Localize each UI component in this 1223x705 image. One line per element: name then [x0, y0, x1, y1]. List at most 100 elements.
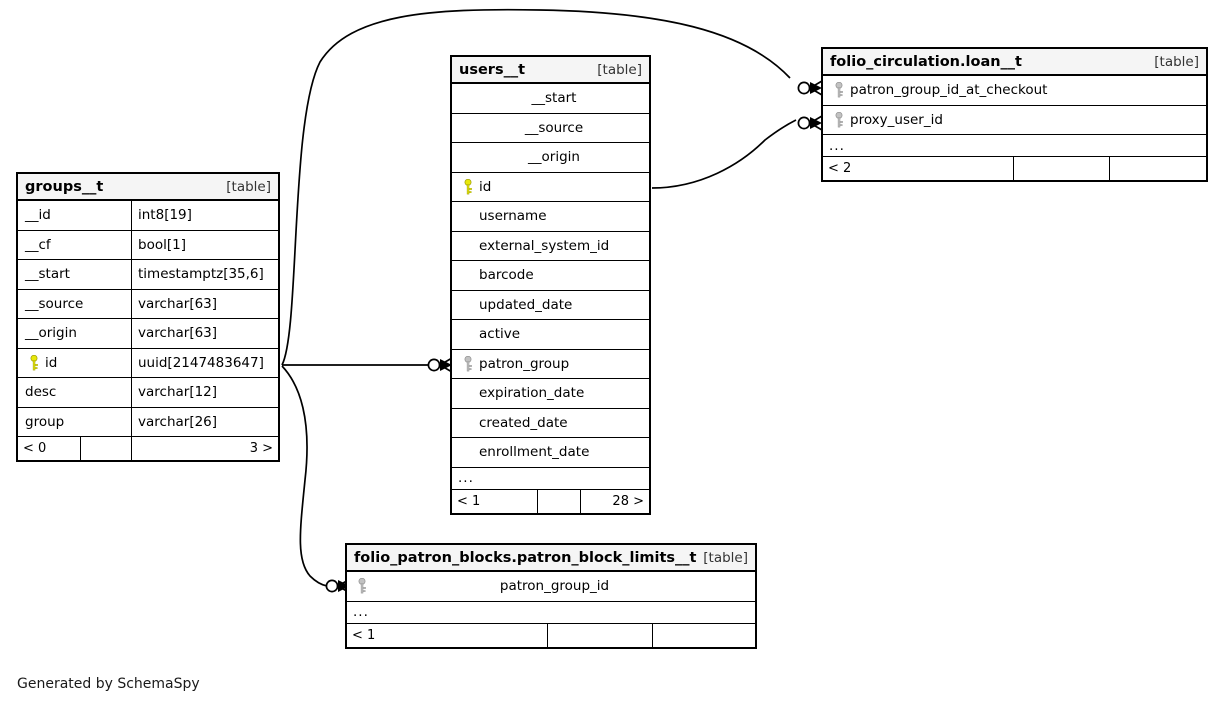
footer-middle-cell: [537, 489, 580, 513]
column-name: __cf: [25, 236, 51, 253]
column-name: expiration_date: [479, 385, 585, 402]
table-row[interactable]: __cf bool[1]: [18, 230, 278, 260]
column-name: __id: [25, 207, 51, 224]
table-row[interactable]: id uuid[2147483647]: [18, 348, 278, 378]
column-name: __source: [25, 295, 84, 312]
foreign-key-icon: [353, 578, 373, 594]
footer-right-count[interactable]: 3 >: [131, 437, 278, 460]
column-type: int8[19]: [131, 201, 278, 230]
column-type: bool[1]: [131, 230, 278, 259]
column-name: patron_group_id_at_checkout: [850, 82, 1048, 99]
entity-type-tag: [table]: [226, 178, 271, 195]
table-row[interactable]: __source varchar[63]: [18, 289, 278, 319]
column-type: varchar[26]: [131, 407, 278, 436]
footer-left-count[interactable]: < 2: [828, 161, 852, 176]
table-row[interactable]: __start timestamptz[35,6]: [18, 260, 278, 290]
table-row[interactable]: group varchar[26]: [18, 407, 278, 437]
primary-key-icon: [459, 178, 479, 195]
table-row[interactable]: patron_group_id_at_checkout: [823, 76, 1206, 106]
table-row[interactable]: barcode: [452, 261, 649, 291]
column-name: desc: [25, 384, 57, 401]
footer-middle-cell: [1013, 157, 1109, 180]
entity-patron-block-limits-t[interactable]: folio_patron_blocks.patron_block_limits_…: [345, 543, 757, 649]
entity-title: users__t: [459, 61, 526, 78]
entity-type-tag: [table]: [1154, 53, 1199, 70]
more-columns-indicator: ...: [452, 468, 649, 490]
table-row[interactable]: __start: [452, 84, 649, 114]
entity-header-users-t: users__t [table]: [452, 57, 649, 84]
edge-groups-to-patron-block-limits: [281, 365, 328, 587]
generated-by-credit: Generated by SchemaSpy: [17, 676, 200, 692]
entity-type-tag: [table]: [703, 549, 748, 566]
entity-header-patron-block-limits-t: folio_patron_blocks.patron_block_limits_…: [347, 545, 755, 572]
entity-title: folio_patron_blocks.patron_block_limits_…: [354, 549, 697, 566]
table-row[interactable]: enrollment_date: [452, 438, 649, 468]
column-type: uuid[2147483647]: [131, 348, 278, 377]
entity-header-loan-t: folio_circulation.loan__t [table]: [823, 49, 1206, 76]
table-row[interactable]: desc varchar[12]: [18, 378, 278, 408]
entity-footer-users-t: < 1 28 >: [452, 489, 649, 513]
footer-left-count[interactable]: < 1: [457, 493, 481, 509]
entity-footer-patron-block-limits-t: < 1: [347, 623, 755, 647]
table-row[interactable]: __source: [452, 114, 649, 143]
entity-footer-groups-t: < 0 3 >: [18, 437, 278, 460]
column-name: external_system_id: [479, 237, 610, 254]
table-row[interactable]: __id int8[19]: [18, 201, 278, 231]
column-name: patron_group: [479, 355, 570, 372]
entity-type-tag: [table]: [597, 61, 642, 78]
connector-endpoint-loan-row1: [797, 80, 823, 96]
foreign-key-icon: [830, 111, 850, 128]
footer-right-count[interactable]: 28 >: [580, 489, 649, 513]
column-name: __start: [531, 90, 577, 107]
column-type: varchar[12]: [131, 378, 278, 407]
entity-footer-loan-t: < 2: [823, 157, 1206, 180]
more-columns-indicator: ...: [823, 135, 1206, 157]
entity-groups-t[interactable]: groups__t [table] __id int8[19] __cf boo…: [16, 172, 280, 462]
column-type: varchar[63]: [131, 289, 278, 318]
entity-title: groups__t: [25, 178, 104, 195]
column-name: group: [25, 413, 65, 430]
connector-endpoint-users-patron-group: [427, 357, 453, 373]
connector-endpoint-loan-row2: [797, 115, 823, 131]
table-row[interactable]: created_date: [452, 409, 649, 438]
footer-right-count[interactable]: [652, 623, 755, 647]
column-type: varchar[63]: [131, 319, 278, 348]
column-name: updated_date: [479, 296, 573, 313]
table-row[interactable]: updated_date: [452, 291, 649, 320]
entity-title: folio_circulation.loan__t: [830, 53, 1022, 70]
column-name: __origin: [528, 149, 580, 166]
table-row[interactable]: __origin varchar[63]: [18, 319, 278, 349]
column-name: id: [479, 178, 492, 195]
more-columns-indicator: ...: [347, 602, 755, 624]
column-name: enrollment_date: [479, 444, 590, 461]
footer-left-count[interactable]: < 1: [352, 627, 376, 643]
footer-middle-cell: [80, 437, 131, 460]
footer-left-count[interactable]: < 0: [23, 441, 47, 456]
footer-right-count[interactable]: [1109, 157, 1206, 180]
entity-loan-t[interactable]: folio_circulation.loan__t [table] patron…: [821, 47, 1208, 182]
column-type: timestamptz[35,6]: [131, 260, 278, 289]
table-row[interactable]: proxy_user_id: [823, 106, 1206, 135]
entity-users-t[interactable]: users__t [table] __start __source __orig…: [450, 55, 651, 515]
entity-header-groups-t: groups__t [table]: [18, 174, 278, 201]
foreign-key-icon: [459, 355, 479, 372]
primary-key-icon: [25, 354, 45, 371]
column-name: __origin: [25, 325, 77, 342]
table-row[interactable]: patron_group_id: [347, 572, 755, 602]
table-row[interactable]: patron_group: [452, 350, 649, 379]
column-name: patron_group_id: [499, 578, 610, 595]
column-name: proxy_user_id: [850, 111, 943, 128]
table-row[interactable]: active: [452, 320, 649, 350]
table-row[interactable]: __origin: [452, 143, 649, 173]
foreign-key-icon: [830, 82, 850, 98]
table-row[interactable]: username: [452, 202, 649, 232]
table-row[interactable]: id: [452, 173, 649, 202]
edge-users-to-loan: [651, 119, 797, 189]
table-row[interactable]: external_system_id: [452, 232, 649, 261]
column-name: __source: [524, 119, 584, 136]
column-name: active: [479, 326, 521, 343]
column-name: barcode: [479, 267, 534, 284]
column-name: created_date: [479, 414, 568, 431]
table-row[interactable]: expiration_date: [452, 379, 649, 409]
